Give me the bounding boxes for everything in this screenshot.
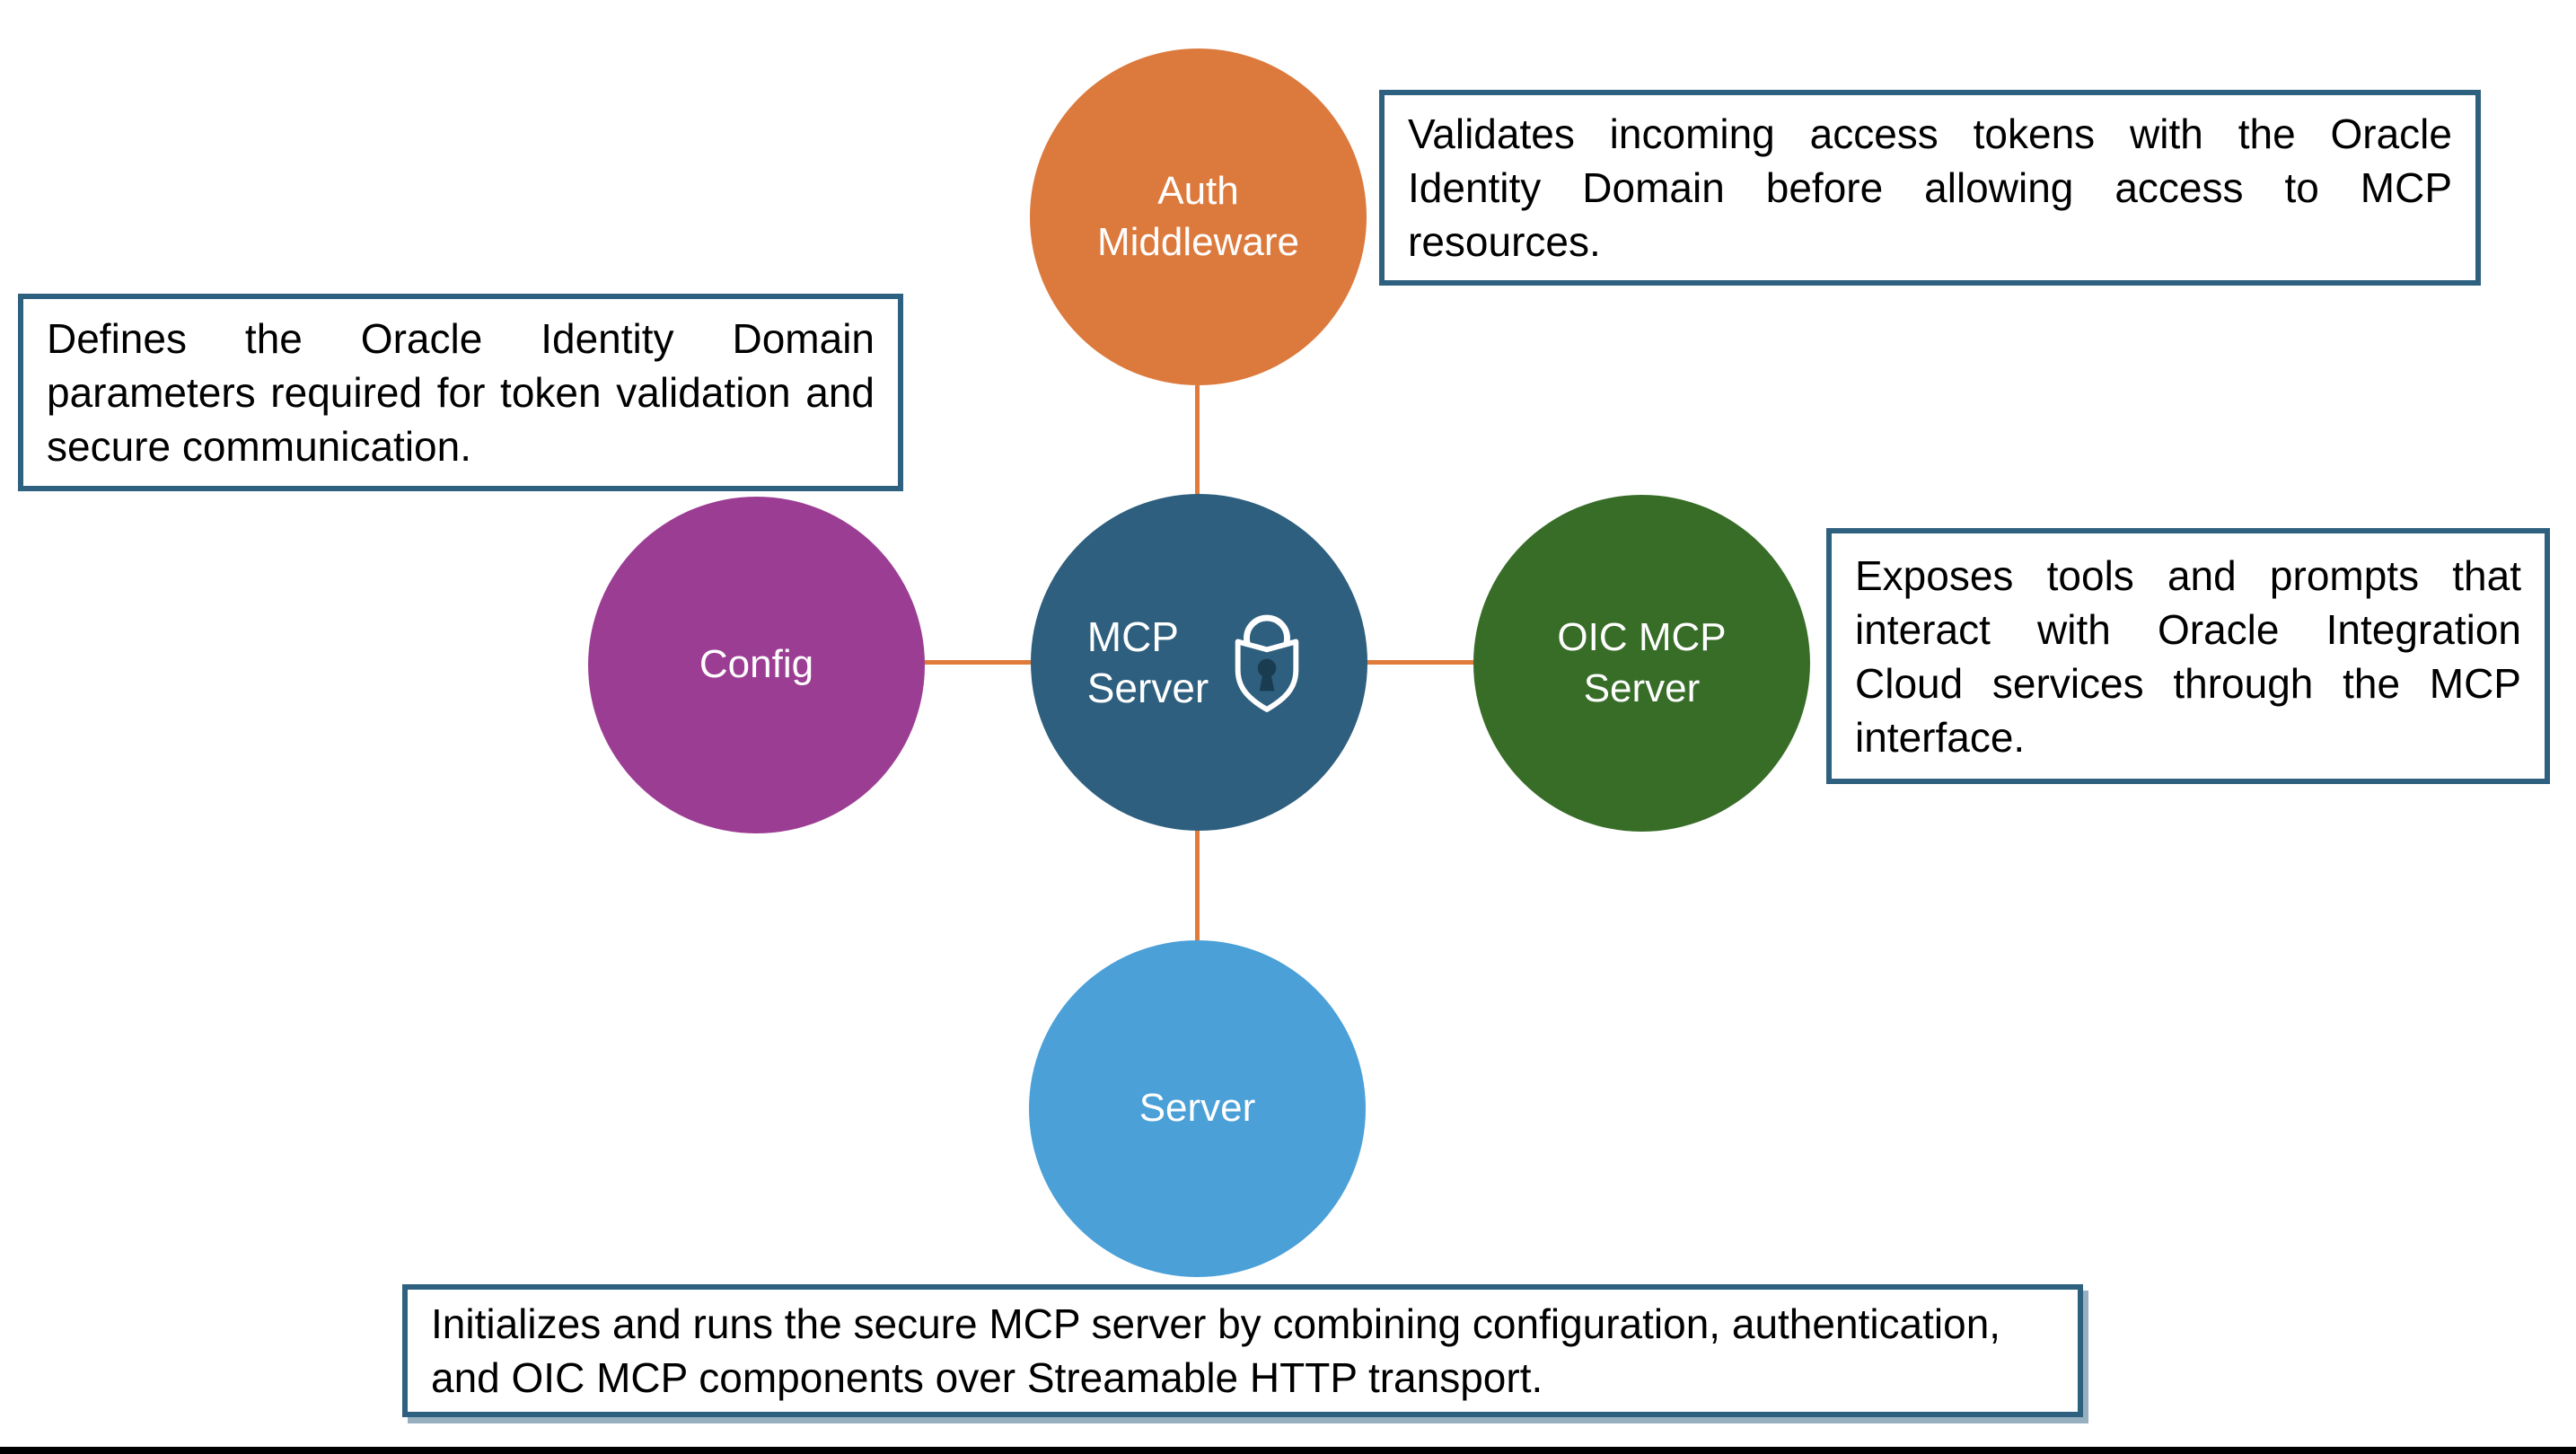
node-oic-mcp-server: OIC MCP Server <box>1473 495 1810 832</box>
node-config: Config <box>588 497 925 833</box>
node-server-label: Server <box>1139 1086 1256 1131</box>
bottom-divider-line <box>0 1447 2576 1454</box>
node-server: Server <box>1029 940 1366 1277</box>
note-oic-mcp-server-text: Exposes tools and prompts that interact … <box>1855 551 2521 761</box>
node-mcp-server: MCP Server <box>1031 494 1367 831</box>
connector-center-to-server <box>1195 830 1200 942</box>
shield-lock-icon <box>1235 614 1299 712</box>
node-config-label: Config <box>699 642 814 687</box>
connector-config-to-center <box>924 660 1033 665</box>
note-auth-middleware-text: Validates incoming access tokens with th… <box>1408 110 2452 265</box>
node-auth-middleware: Auth Middleware <box>1030 48 1367 385</box>
note-server-text: Initializes and runs the secure MCP serv… <box>431 1300 2001 1401</box>
connector-auth-to-center <box>1195 385 1200 497</box>
connector-center-to-oic <box>1367 660 1475 665</box>
note-auth-middleware: Validates incoming access tokens with th… <box>1379 90 2481 286</box>
note-config-text: Defines the Oracle Identity Domain param… <box>47 315 875 470</box>
note-oic-mcp-server: Exposes tools and prompts that interact … <box>1826 528 2550 784</box>
note-server: Initializes and runs the secure MCP serv… <box>402 1284 2083 1417</box>
node-mcp-server-label: MCP Server <box>1086 613 1209 711</box>
node-auth-middleware-label: Auth Middleware <box>1097 169 1299 264</box>
note-config: Defines the Oracle Identity Domain param… <box>18 294 903 491</box>
node-oic-mcp-server-label: OIC MCP Server <box>1557 615 1727 710</box>
